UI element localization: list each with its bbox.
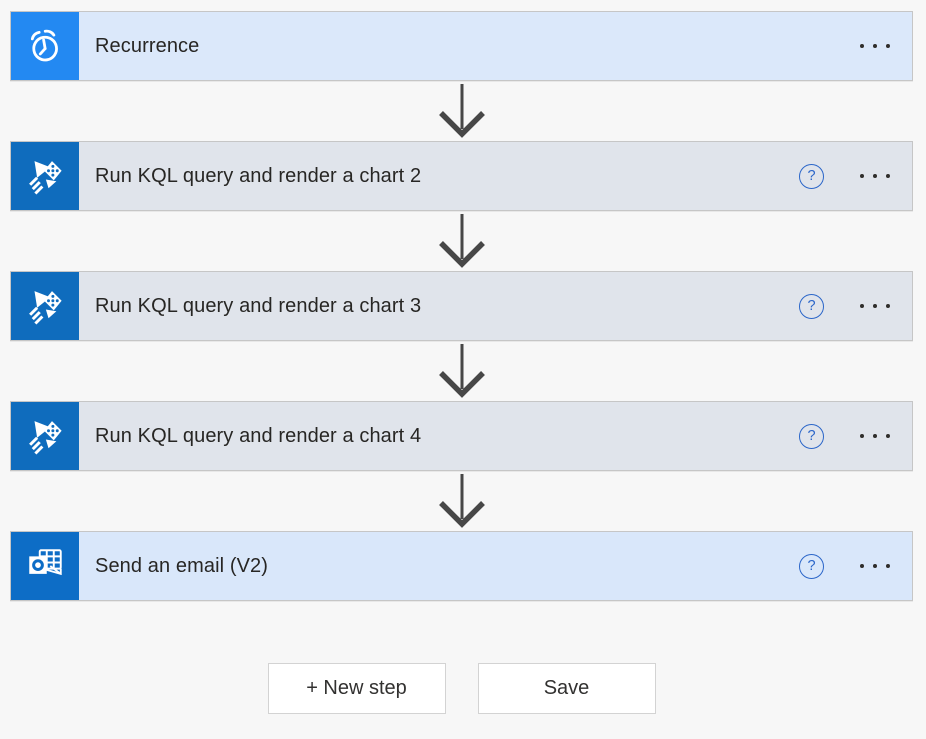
azure-data-explorer-icon (11, 272, 79, 340)
dot (860, 434, 864, 438)
down-arrow-icon (438, 474, 485, 528)
step-card-recurrence[interactable]: Recurrence (10, 11, 913, 81)
down-arrow-icon (438, 344, 485, 398)
flow-connector (10, 211, 913, 271)
ellipsis-menu-icon[interactable] (860, 558, 890, 574)
alarm-clock-icon (11, 12, 79, 80)
dot (860, 564, 864, 568)
ellipsis-menu-icon[interactable] (860, 428, 890, 444)
flow-connector (10, 471, 913, 531)
dot (886, 434, 890, 438)
footer-actions: + New step Save (10, 663, 913, 714)
dot (886, 174, 890, 178)
dot (886, 564, 890, 568)
azure-data-explorer-icon (11, 142, 79, 210)
step-title: Send an email (V2) (95, 554, 269, 577)
ellipsis-menu-icon[interactable] (860, 38, 890, 54)
dot (860, 174, 864, 178)
ellipsis-menu-icon[interactable] (860, 168, 890, 184)
step-card-kql-chart-2[interactable]: Run KQL query and render a chart 2 ? (10, 141, 913, 211)
new-step-button[interactable]: + New step (267, 663, 446, 714)
flow-connector (10, 341, 913, 401)
outlook-icon (11, 532, 79, 600)
ellipsis-menu-icon[interactable] (860, 298, 890, 314)
step-card-kql-chart-3[interactable]: Run KQL query and render a chart 3 ? (10, 271, 913, 341)
dot (873, 174, 877, 178)
dot (873, 564, 877, 568)
step-title: Run KQL query and render a chart 2 (95, 164, 422, 187)
step-title: Run KQL query and render a chart 4 (95, 424, 422, 447)
help-icon[interactable]: ? (799, 293, 824, 319)
down-arrow-icon (438, 84, 485, 138)
dot (860, 44, 864, 48)
dot (886, 304, 890, 308)
help-icon[interactable]: ? (799, 553, 824, 579)
dot (873, 434, 877, 438)
flow-connector (10, 81, 913, 141)
down-arrow-icon (438, 214, 485, 268)
dot (860, 304, 864, 308)
flow-designer-canvas: Recurrence (10, 11, 913, 714)
dot (873, 44, 877, 48)
help-icon[interactable]: ? (799, 163, 824, 189)
azure-data-explorer-icon (11, 402, 79, 470)
dot (886, 44, 890, 48)
step-card-kql-chart-4[interactable]: Run KQL query and render a chart 4 ? (10, 401, 913, 471)
help-icon[interactable]: ? (799, 423, 824, 449)
step-title: Recurrence (95, 34, 200, 57)
step-title: Run KQL query and render a chart 3 (95, 294, 422, 317)
dot (873, 304, 877, 308)
save-button[interactable]: Save (477, 663, 656, 714)
step-card-send-email[interactable]: Send an email (V2) ? (10, 531, 913, 601)
